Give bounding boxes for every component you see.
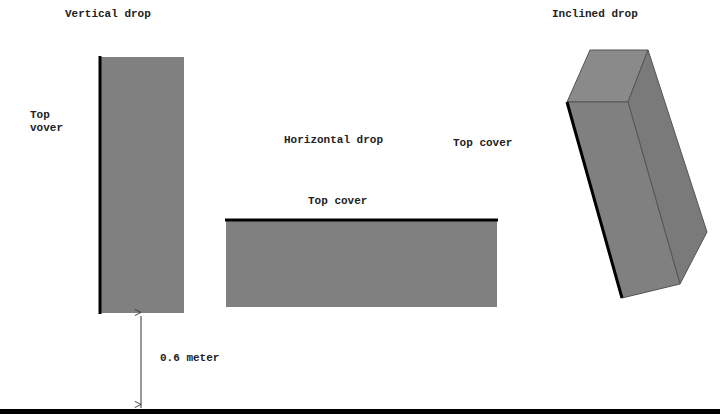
horizontal-box bbox=[226, 220, 497, 307]
view-title: Vertical drop bbox=[65, 8, 151, 21]
top-cover-edge bbox=[225, 219, 498, 222]
side-label: Top cover bbox=[453, 137, 512, 150]
ground-line bbox=[0, 409, 720, 414]
dimension-label: 0.6 meter bbox=[160, 352, 219, 365]
top-cover-edge bbox=[567, 102, 622, 298]
inclined-box-front bbox=[567, 102, 680, 298]
top-cover-edge bbox=[99, 56, 102, 314]
view-title: Horizontal drop bbox=[284, 134, 383, 147]
view-title: Inclined drop bbox=[552, 8, 638, 21]
side-label: Top cover bbox=[308, 195, 367, 208]
side-label: Top vover bbox=[30, 109, 70, 135]
vertical-box bbox=[99, 57, 184, 313]
dimension-line bbox=[141, 316, 142, 408]
